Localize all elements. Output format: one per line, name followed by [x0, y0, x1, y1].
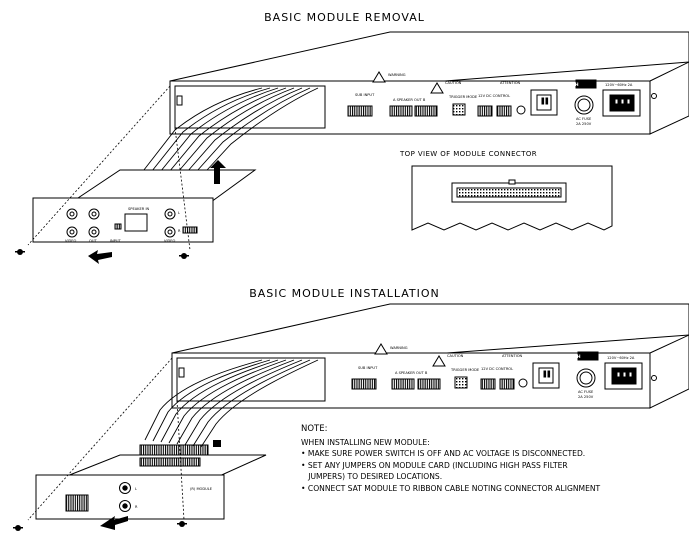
- speaker-out-label-2: A SPEAKER OUT B: [395, 371, 428, 375]
- fuse-label: AC FUSE: [576, 117, 592, 121]
- ribbon-connector-installation: [139, 444, 209, 456]
- amplifier-chassis-removal: [169, 31, 689, 135]
- sub-input-label-2: SUB INPUT: [358, 366, 378, 370]
- trigger-mode-label-2: TRIGGER MODE: [450, 368, 480, 372]
- brand-label-2: BASH: [567, 354, 581, 360]
- speaker-out-label: A SPEAKER OUT B: [393, 98, 426, 102]
- ribbon-cable-installation: [144, 359, 319, 448]
- video-label-1: VIDEO: [65, 239, 77, 243]
- note-item-3: JUMPERS) TO DESIRED LOCATIONS.: [301, 472, 443, 482]
- screw-icons-installation: [13, 521, 187, 531]
- ribbon-cable-removal: [139, 87, 319, 183]
- video-label-2: VIDEO: [164, 239, 176, 243]
- control-label: 12V DC CONTROL: [478, 94, 510, 98]
- attention-label-2: ATTENTION: [502, 354, 523, 358]
- power-label: 120V~60Hz 2A: [605, 83, 633, 87]
- input-label: INPUT: [110, 239, 122, 243]
- down-arrow-icon: [88, 250, 112, 264]
- amplifier-chassis-installation: [171, 303, 689, 409]
- card-connector-installation: [139, 457, 201, 467]
- note-intro: WHEN INSTALLING NEW MODULE:: [301, 437, 430, 447]
- dashed-guides-removal: [27, 85, 191, 251]
- warning-label-2: WARNING: [390, 346, 408, 350]
- left-label-2: L: [135, 487, 137, 491]
- speaker-in-label: SPEAKER IN: [128, 207, 150, 211]
- control-label-2: 12V DC CONTROL: [481, 367, 513, 371]
- module-removal-labels: SPEAKER IN VIDEO OUT INPUT VIDEO L R: [65, 207, 181, 243]
- right-label-2: R: [135, 505, 138, 509]
- amp2-labels: BASH SUB INPUT A SPEAKER OUT B TRIGGER M…: [358, 346, 635, 399]
- connector-view-title: TOP VIEW OF MODULE CONNECTOR: [400, 150, 538, 158]
- note-item-4: • CONNECT SAT MODULE TO RIBBON CABLE NOT…: [301, 483, 601, 493]
- installation-title: BASIC MODULE INSTALLATION: [249, 287, 440, 300]
- note-item-1: • MAKE SURE POWER SWITCH IS OFF AND AC V…: [301, 449, 586, 459]
- note-item-2: • SET ANY JUMPERS ON MODULE CARD (INCLUD…: [301, 460, 568, 470]
- screw-icons-removal: [15, 249, 189, 259]
- power-label-2: 120V~60Hz 2A: [607, 356, 635, 360]
- dashed-guides-installation: [27, 357, 185, 521]
- right-label: R: [178, 229, 181, 233]
- warning-label: WARNING: [388, 73, 406, 77]
- trigger-mode-label: TRIGGER MODE: [448, 95, 478, 99]
- caution-label: CAUTION: [445, 81, 462, 85]
- amp1-labels: BASH SUB INPUT A SPEAKER OUT B TRIGGER M…: [355, 73, 633, 126]
- out-label-1: OUT: [89, 239, 97, 243]
- module-install-labels: (R) MODULE L R: [135, 487, 213, 509]
- attention-label: ATTENTION: [500, 81, 521, 85]
- insert-arrow-icon: [100, 516, 128, 530]
- module-name-label: (R) MODULE: [190, 487, 213, 491]
- note-heading: NOTE:: [301, 424, 328, 434]
- jumper-block: [213, 440, 221, 447]
- fuse-rating-label: 2A 250V: [576, 122, 592, 126]
- removal-title: BASIC MODULE REMOVAL: [264, 11, 425, 24]
- brand-label: BASH: [565, 82, 579, 88]
- left-label: L: [178, 211, 180, 215]
- fuse-label-2: AC FUSE: [578, 390, 594, 394]
- installation-note: NOTE: WHEN INSTALLING NEW MODULE: • MAKE…: [301, 424, 600, 495]
- connector-top-view: [411, 165, 613, 231]
- fuse-rating-label-2: 2A 250V: [578, 395, 594, 399]
- up-arrow-icon: [210, 160, 226, 184]
- caution-label-2: CAUTION: [447, 354, 464, 358]
- sub-input-label: SUB INPUT: [355, 93, 375, 97]
- module-faceplate-installation: [35, 474, 225, 520]
